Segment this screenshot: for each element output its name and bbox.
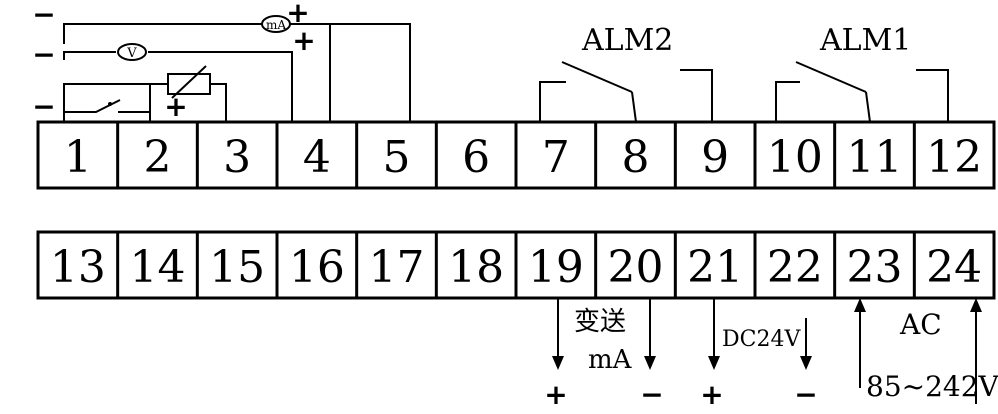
top-terminal-dividers [116, 122, 916, 188]
ac-power-input: AC 85~242V [854, 298, 998, 404]
tc-plus-sign: + [164, 90, 187, 123]
terminal-17-label: 17 [369, 242, 425, 293]
tc-minus-sign: − [32, 90, 55, 123]
terminal-12-label: 12 [926, 132, 982, 183]
terminal-22-label: 22 [767, 242, 823, 293]
milliammeter-icon [261, 15, 291, 33]
terminal-24-label: 24 [926, 242, 982, 293]
ma-plus-sign: + [286, 0, 309, 29]
ac-label: AC [899, 308, 942, 341]
terminal-9-label: 9 [701, 132, 729, 183]
thermocouple-wiring: − + [32, 90, 187, 123]
terminal-13-label: 13 [50, 242, 106, 293]
terminal-18-label: 18 [448, 242, 504, 293]
bottom-terminal-numbers: 13 14 15 16 17 18 19 20 21 22 23 24 [50, 242, 982, 293]
alm2-relay: ALM2 [539, 23, 713, 123]
terminal-10-label: 10 [767, 132, 823, 183]
terminal-2-label: 2 [144, 132, 172, 183]
terminal-16-label: 16 [289, 242, 345, 293]
dc-minus-sign: − [794, 378, 817, 411]
terminal-11-label: 11 [847, 132, 903, 183]
transmit-plus-sign: + [544, 378, 567, 411]
voltmeter-label: V [126, 46, 137, 61]
resistor-icon [167, 73, 211, 95]
terminal-3-label: 3 [223, 132, 251, 183]
alm1-relay: ALM1 [775, 23, 949, 123]
dc24v-label: DC24V [722, 327, 801, 352]
transmit-unit: mA [588, 345, 633, 375]
dc-plus-sign: + [700, 378, 723, 411]
ac-range-label: 85~242V [866, 370, 998, 403]
ma-minus-sign: − [32, 0, 55, 31]
rtd-wiring [63, 65, 227, 122]
terminal-1-label: 1 [64, 132, 92, 183]
dc24v-output: DC24V + − [700, 298, 818, 411]
transmit-output: 变送 mA + − [544, 298, 664, 411]
terminal-8-label: 8 [622, 132, 650, 183]
terminal-21-label: 21 [687, 242, 743, 293]
v-plus-sign: + [292, 24, 315, 57]
terminal-7-label: 7 [542, 132, 570, 183]
v-minus-sign: − [32, 38, 55, 71]
milliammeter-label: mA [266, 18, 286, 32]
transmit-minus-sign: − [640, 378, 663, 411]
bottom-terminal-dividers [116, 232, 916, 298]
terminal-4-label: 4 [303, 132, 331, 183]
terminal-5-label: 5 [383, 132, 411, 183]
voltmeter-icon [117, 43, 147, 61]
terminal-23-label: 23 [847, 242, 903, 293]
terminal-19-label: 19 [528, 242, 584, 293]
alm2-label: ALM2 [581, 23, 673, 58]
terminal-15-label: 15 [209, 242, 265, 293]
voltage-input-wiring: V + − [32, 24, 316, 122]
terminal-6-label: 6 [462, 132, 490, 183]
alm1-label: ALM1 [819, 23, 911, 58]
terminal-14-label: 14 [130, 242, 186, 293]
transmit-label: 变送 [574, 307, 626, 337]
terminal-20-label: 20 [608, 242, 664, 293]
ma-input-wiring: mA + − [32, 0, 411, 122]
